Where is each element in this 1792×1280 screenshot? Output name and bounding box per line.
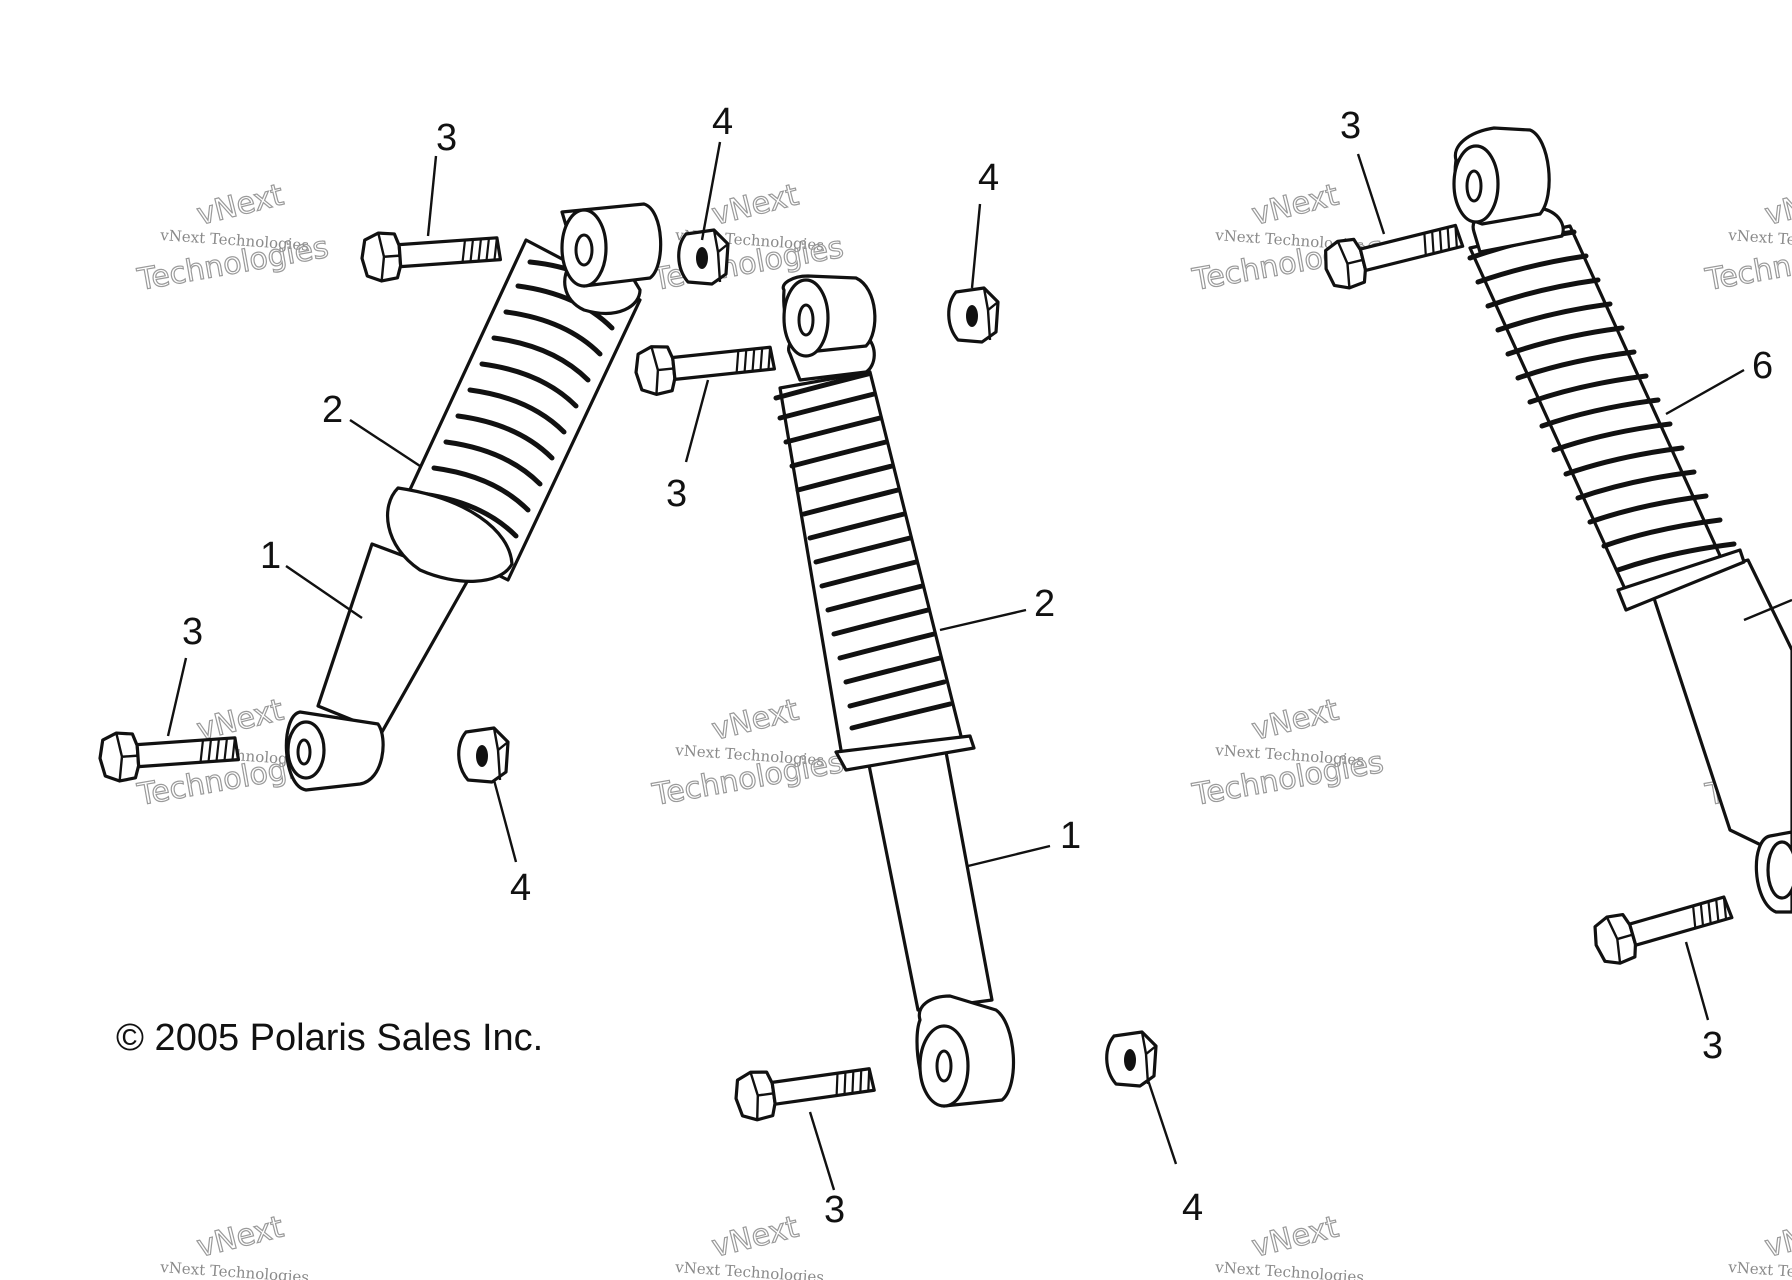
nut-icon [1105,1030,1158,1088]
watermark-text: vNext Technologies [1214,1258,1365,1280]
watermark-mark: vNext [708,178,802,233]
watermark: vNext vNext Technologies [674,1209,825,1280]
callout-label: 3 [182,611,203,653]
watermark-mark: vNext [1248,693,1342,748]
shock-absorber-icon [773,274,1016,1108]
watermark: vNext vNext Technologies [1214,1209,1365,1280]
leader-lines [166,141,1792,1191]
callout-label: 4 [712,101,733,143]
watermark: vNext vNext Technologies Technologies [134,177,332,299]
callout-label: 4 [1182,1187,1203,1229]
watermark: vNext vNext Technologies [1727,1209,1792,1280]
callout-label: 3 [1702,1025,1723,1067]
callout-label: 2 [322,389,343,431]
callout-label: 3 [436,117,457,159]
watermark: vNext vNext Technologies Technologies [1189,692,1387,814]
callout-label: 3 [824,1189,845,1231]
callout-label: 1 [1060,815,1081,857]
nut-icon [457,726,510,784]
watermark-text: vNext Technologies [159,1258,310,1280]
callout-label: 3 [666,473,687,515]
watermark: vNext vNext Technologies Technologies [1702,177,1792,299]
nut-icon [947,286,1000,344]
bolt-icon [1587,882,1738,970]
shock-absorber-icon [284,202,663,792]
watermark-mark: vNext [708,693,802,748]
copyright-notice: © 2005 Polaris Sales Inc. [116,1017,543,1059]
watermark-mark: vNext [193,178,287,233]
bolt-icon [1318,210,1468,294]
watermark-mark: vNext [708,1210,802,1265]
watermark: vNext vNext Technologies [159,1209,310,1280]
callout-label: 6 [1752,345,1773,387]
watermark: vNext vNext Technologies Technologies [649,692,847,814]
callout-label: 4 [510,867,531,909]
watermark-mark: vNext [1248,178,1342,233]
watermark-mark: vNext [193,1210,287,1265]
callout-label: 3 [1340,105,1361,147]
bolt-icon [358,223,503,284]
bolt-icon [731,1053,878,1124]
callout-label: 1 [260,535,281,577]
shock-absorber-icon [1452,126,1792,914]
watermark-mark: vNext [1248,1210,1342,1265]
watermark-mark: vNext [1761,1210,1792,1265]
callout-label: 4 [978,157,999,199]
callout-label: 2 [1034,583,1055,625]
bolt-icon [631,332,778,398]
watermark-text: vNext Technologies [1727,1258,1792,1280]
watermark-text: vNext Technologies [674,1258,825,1280]
watermark-mark: vNext [1761,178,1792,233]
